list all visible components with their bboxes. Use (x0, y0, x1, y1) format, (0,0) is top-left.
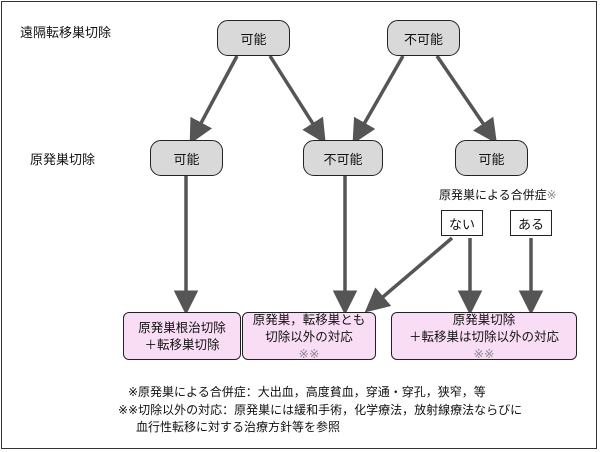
outcome-right-line1: 原発巣切除 (452, 311, 516, 327)
outcome-left-line1: 原発巣根治切除 (138, 320, 226, 335)
node-mid-possible-right: 可能 (455, 140, 528, 176)
complication-caption: 原発巣による合併症※ (439, 186, 557, 203)
option-yes-box: ある (510, 210, 552, 236)
option-no-label: ない (448, 217, 475, 233)
outcome-right-line2: ＋転移巣は切除以外の対応 (408, 328, 559, 344)
outcome-middle-line1: 原発巣，転移巣とも (252, 311, 366, 327)
footnote-alternative: ※※切除以外の対応：原発巣には緩和手術，化学療法，放射線療法ならびに 血行性転移… (118, 402, 522, 436)
arrow-top-possible-to-mid-possible (189, 55, 239, 145)
outcome-middle-line2-wrap: 切除以外の対応※※ (265, 328, 353, 362)
outcome-left: 原発巣根治切除 ＋転移巣切除 (123, 312, 241, 360)
row-label-primary-resection: 原発巣切除 (30, 153, 96, 168)
arrow-top-possible-to-mid-impossible (268, 55, 326, 144)
footnote-complication-text: ※原発巣による合併症：大出血，高度貧血，穿通・穿孔，狭窄，等 (128, 385, 486, 399)
outcome-right-mark: ※※ (473, 345, 495, 361)
node-top-impossible: 不可能 (387, 20, 460, 56)
arrow-top-impossible-to-mid-impossible (352, 55, 405, 145)
outcome-right: 原発巣切除 ＋転移巣は切除以外の対応※※ (391, 311, 577, 362)
row-label-metastasis-resection: 遠隔転移巣切除 (20, 26, 112, 41)
footnote-alternative-line2: 血行性転移に対する治療方針等を参照 (136, 420, 341, 434)
arrow-no-to-outcome-middle (364, 236, 454, 313)
complication-caption-label: 原発巣による合併症 (439, 188, 547, 202)
footnote-complication: ※原発巣による合併症：大出血，高度貧血，穿通・穿孔，狭窄，等 (128, 384, 486, 401)
node-top-impossible-label: 不可能 (403, 32, 443, 48)
complication-caption-mark: ※ (546, 188, 557, 202)
node-mid-impossible-label: 不可能 (323, 152, 363, 168)
node-top-possible: 可能 (217, 20, 290, 56)
option-yes-label: ある (517, 217, 544, 233)
node-mid-possible-left: 可能 (150, 140, 223, 176)
outcome-middle-mark: ※※ (298, 345, 320, 361)
option-no-box: ない (441, 210, 483, 236)
outcome-left-line2: ＋転移巣切除 (144, 337, 220, 352)
footnote-alternative-line1: ※※切除以外の対応：原発巣には緩和手術，化学療法，放射線療法ならびに (118, 403, 523, 417)
node-mid-impossible: 不可能 (303, 140, 383, 176)
node-mid-possible-left-label: 可能 (173, 152, 200, 168)
node-top-possible-label: 可能 (240, 32, 267, 48)
outcome-right-line2-wrap: ＋転移巣は切除以外の対応※※ (409, 328, 559, 362)
outcome-middle-line2: 切除以外の対応 (265, 328, 353, 344)
arrow-top-impossible-to-mid-possible-right (435, 55, 497, 144)
outcome-middle: 原発巣，転移巣とも 切除以外の対応※※ (242, 311, 376, 362)
node-mid-possible-right-label: 可能 (478, 152, 505, 168)
